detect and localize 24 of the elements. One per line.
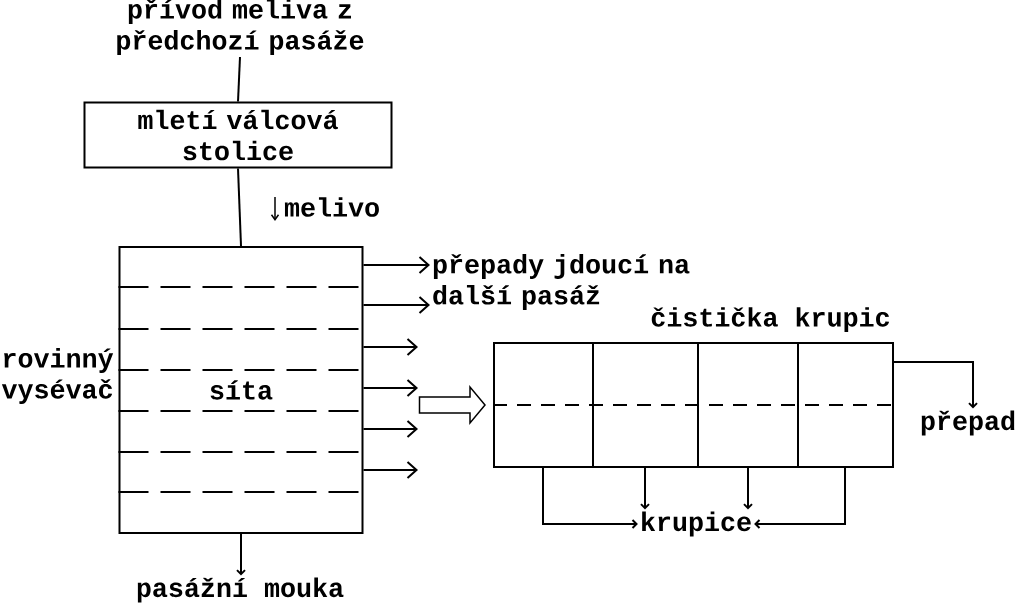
arrow	[754, 467, 846, 529]
process-box: mletí válcová stolice	[83, 101, 393, 169]
text-label: přepad	[921, 410, 1015, 436]
text-label: krupice	[642, 511, 751, 537]
arrow	[362, 379, 418, 397]
arrow	[743, 467, 753, 510]
arrow	[362, 420, 418, 438]
block-arrow	[418, 384, 486, 426]
text-label: přívod meliva z předchozí pasáže	[117, 0, 364, 55]
arrow	[236, 533, 246, 576]
arrow	[362, 256, 430, 274]
arrow	[362, 296, 430, 314]
arrow	[362, 338, 418, 356]
sifter-box: síta	[117, 246, 365, 534]
arrow	[362, 461, 418, 479]
arrow	[542, 467, 638, 529]
arrow	[893, 361, 978, 409]
connector-line	[237, 167, 242, 247]
text-label: pasážní mouka	[137, 577, 344, 603]
edge-label: melivo	[270, 196, 382, 221]
connector-line	[237, 55, 241, 103]
arrow	[640, 467, 650, 510]
side-label: rovinný vysévač	[1, 348, 114, 404]
node-label: čistička krupic	[651, 307, 890, 332]
